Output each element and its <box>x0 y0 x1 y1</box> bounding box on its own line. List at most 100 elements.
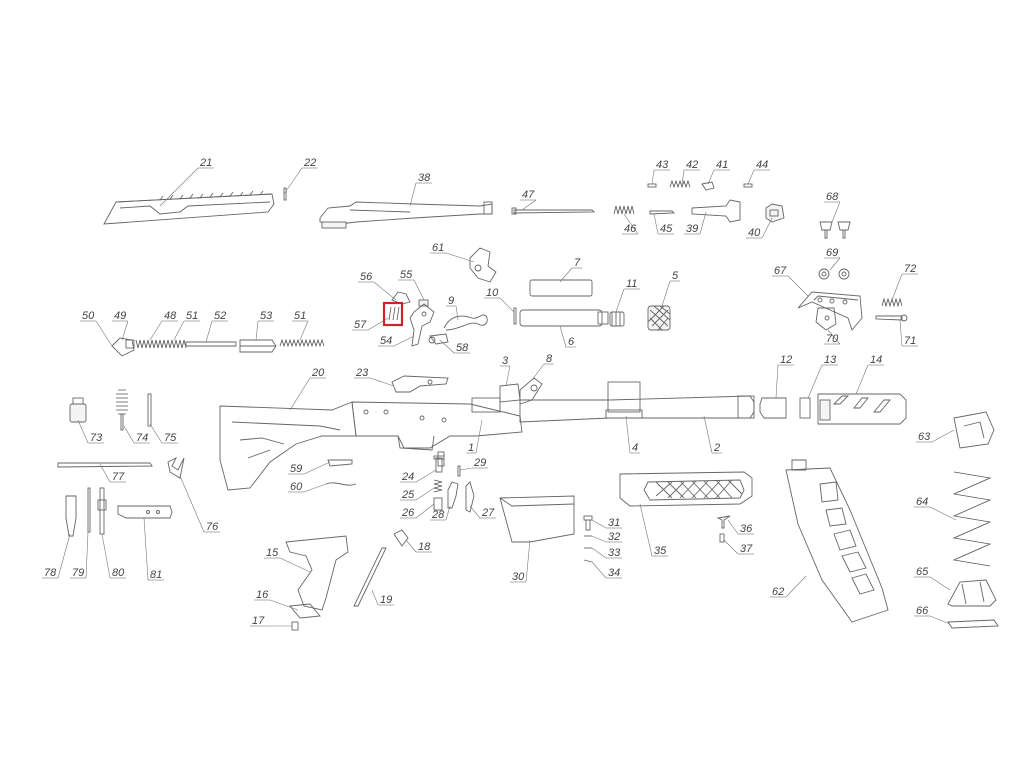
callout-70: 70 <box>824 329 841 345</box>
callout-69: 69 <box>824 247 841 271</box>
callout-37: 37 <box>723 539 754 555</box>
part-number-label: 13 <box>824 354 837 366</box>
part-number-label: 67 <box>774 265 787 277</box>
part-number-label: 8 <box>546 353 553 365</box>
part-number-label: 5 <box>672 270 679 282</box>
part-12 <box>759 397 787 419</box>
callout-leader <box>101 533 111 579</box>
part-74-brush <box>116 389 128 431</box>
callout-34: 34 <box>591 561 622 579</box>
part-number-label: 57 <box>354 319 367 331</box>
part-number-label: 37 <box>740 543 753 555</box>
callout-leader <box>123 425 135 444</box>
callout-leader <box>205 320 213 343</box>
callout-leader <box>149 423 163 444</box>
part-number-label: 80 <box>112 567 125 579</box>
part-number-label: 63 <box>918 431 931 443</box>
part-number-label: 69 <box>826 247 838 259</box>
part-number-label: 22 <box>303 157 316 169</box>
part-61-hammer <box>469 247 497 283</box>
callout-leader <box>831 201 841 223</box>
part-number-label: 20 <box>311 367 325 379</box>
part-number-label: 42 <box>686 159 698 171</box>
callout-leader <box>787 275 809 297</box>
callout-74: 74 <box>123 425 150 444</box>
callout-6: 6 <box>559 325 576 348</box>
part-27 <box>465 481 475 513</box>
callout-leader <box>289 377 311 411</box>
part-78-tool <box>65 495 77 537</box>
callout-31: 31 <box>591 517 622 529</box>
part-17 <box>291 621 299 631</box>
callout-66: 66 <box>914 605 951 625</box>
part-77-rod <box>57 462 153 468</box>
part-14-brake <box>817 393 907 425</box>
callout-leader <box>445 252 475 263</box>
callout-7: 7 <box>559 257 582 283</box>
part-39-bolt <box>691 199 741 223</box>
part-65-follower <box>947 579 997 607</box>
part-5-cap <box>647 305 671 331</box>
callout-leader <box>747 169 755 185</box>
callout-80: 80 <box>101 533 126 579</box>
part-number-label: 9 <box>448 295 454 307</box>
part-drawings <box>57 179 999 631</box>
part-57-spring <box>388 306 400 321</box>
callout-leader <box>829 257 841 271</box>
part-60 <box>325 482 357 486</box>
part-9-hammer-spring <box>443 314 488 331</box>
callout-16: 16 <box>254 589 299 611</box>
callout-leader <box>827 329 841 345</box>
callout-56: 56 <box>358 271 397 301</box>
callout-leader <box>173 320 185 341</box>
callout-leader <box>409 182 417 207</box>
part-number-label: 41 <box>716 159 728 171</box>
callout-leader <box>505 365 511 387</box>
part-44 <box>743 183 753 188</box>
callout-71: 71 <box>899 319 918 347</box>
callout-leader <box>415 469 437 483</box>
callout-4: 4 <box>625 415 640 454</box>
part-number-label: 36 <box>740 523 753 535</box>
part-48-spring <box>135 339 187 349</box>
callout-leader <box>303 461 331 475</box>
callout-13: 13 <box>807 354 838 399</box>
callout-leader <box>95 320 113 347</box>
callout-leader <box>143 517 149 581</box>
part-number-label: 56 <box>360 271 373 283</box>
part-number-label: 58 <box>456 342 469 354</box>
part-number-label: 38 <box>418 172 431 184</box>
callout-12: 12 <box>775 354 794 399</box>
callout-9: 9 <box>446 295 459 321</box>
callout-68: 68 <box>824 191 841 223</box>
part-number-label: 54 <box>380 335 392 347</box>
callout-leader <box>661 280 671 307</box>
part-number-label: 50 <box>82 310 95 322</box>
part-number-label: 62 <box>772 586 784 598</box>
part-72-spring <box>881 297 903 308</box>
callout-72: 72 <box>891 263 918 301</box>
part-number-label: 48 <box>164 310 177 322</box>
part-64-mag-spring <box>952 471 992 567</box>
callout-leader <box>625 415 631 454</box>
part-number-label: 23 <box>355 367 369 379</box>
callout-67: 67 <box>772 265 809 297</box>
part-number-label: 4 <box>632 442 638 454</box>
callout-leader <box>369 377 395 387</box>
part-4-gas-block <box>605 381 643 419</box>
callout-49: 49 <box>112 310 129 341</box>
callout-leader <box>559 325 567 348</box>
part-number-label: 14 <box>870 354 882 366</box>
callout-leader <box>929 615 951 625</box>
part-79-tool <box>87 487 91 533</box>
part-18 <box>393 529 409 547</box>
callout-65: 65 <box>914 566 951 591</box>
callout-75: 75 <box>149 423 178 444</box>
callout-leader <box>639 503 653 557</box>
part-number-label: 16 <box>256 589 269 601</box>
part-29 <box>457 465 461 477</box>
part-number-label: 24 <box>401 471 414 483</box>
part-28 <box>447 481 459 509</box>
part-number-label: 44 <box>756 159 768 171</box>
